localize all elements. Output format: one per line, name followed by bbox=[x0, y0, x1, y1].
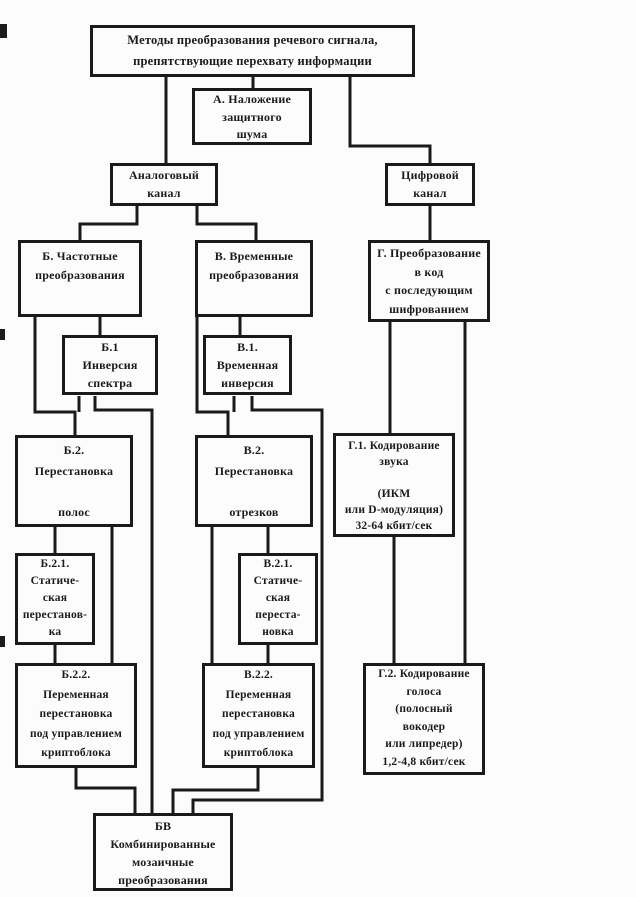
node-v1-time-inversion: В.1. Временная инверсия bbox=[203, 335, 292, 395]
scan-artifact bbox=[0, 636, 5, 647]
node-b21-static-permutation: Б.2.1. Статиче- ская перестанов- ка bbox=[15, 553, 95, 645]
connector-b22-bv bbox=[74, 768, 137, 814]
node-v21-static-permutation: В.2.1. Статиче- ская переста- новка bbox=[238, 553, 318, 645]
node-g1-sound-coding: Г.1. Кодирование звука (ИКМ или D-модуля… bbox=[333, 433, 455, 537]
connector-b1-bv-long bbox=[93, 396, 154, 814]
scan-artifact bbox=[0, 329, 5, 340]
node-analog-channel: Аналоговый канал bbox=[110, 163, 218, 206]
node-g2-voice-coding: Г.2. Кодирование голоса (полосный вокоде… bbox=[363, 663, 485, 775]
connector-b-b2 bbox=[33, 317, 77, 436]
connector-v-v2 bbox=[195, 317, 230, 436]
connector-v22-bv bbox=[171, 768, 260, 814]
node-v2-segment-permutation: В.2. Перестановка отрезков bbox=[195, 435, 313, 527]
connector-root-digital bbox=[348, 77, 432, 164]
node-b1-spectrum-inversion: Б.1 Инверсия спектра bbox=[62, 335, 158, 395]
node-methods-root: Методы преобразования речевого сигнала, … bbox=[90, 25, 415, 77]
node-digital-channel: Цифровой канал bbox=[385, 163, 475, 206]
node-b2-band-permutation: Б.2. Перестановка полос bbox=[15, 435, 133, 527]
node-a-protective-noise: А. Наложение защитного шума bbox=[192, 88, 312, 145]
node-b22-variable-permutation: Б.2.2. Переменная перестановка под управ… bbox=[15, 663, 137, 768]
node-bv-combined-mosaic: БВ Комбинированные мозаичные преобразова… bbox=[93, 813, 233, 891]
scan-artifact bbox=[0, 24, 7, 38]
connector-v1-bv-long bbox=[191, 396, 324, 814]
connector-analog-b bbox=[78, 206, 139, 241]
node-b-frequency-transforms: Б. Частотные преобразования bbox=[18, 240, 142, 317]
node-v22-variable-permutation: В.2.2. Переменная перестановка под управ… bbox=[202, 663, 315, 768]
node-v-time-transforms: В. Временные преобразования bbox=[195, 240, 313, 317]
node-g-code-encryption: Г. Преобразование в код с последующим ши… bbox=[368, 240, 490, 322]
connector-analog-v bbox=[195, 206, 258, 241]
